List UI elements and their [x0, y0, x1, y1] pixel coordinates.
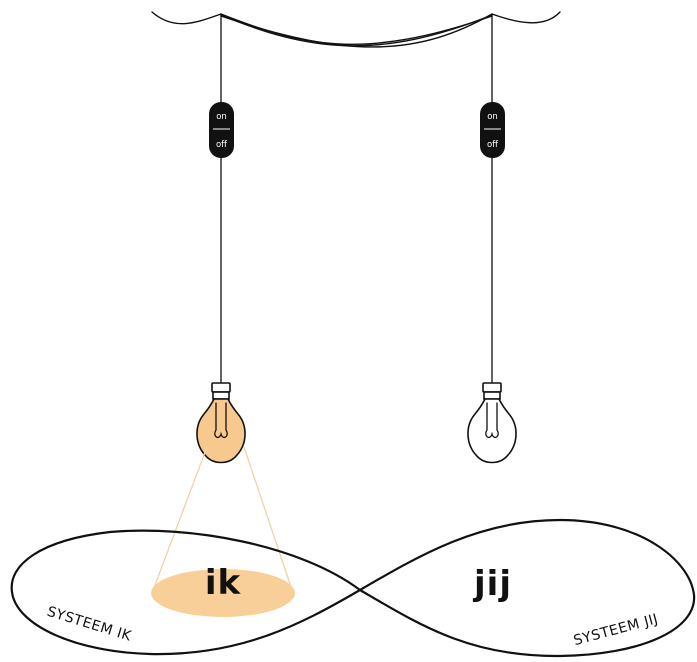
switch-left-off-label: off — [216, 140, 228, 150]
light-pool — [151, 569, 295, 617]
switch-left-on-label: on — [216, 112, 227, 122]
label-systeem-ik: SYSTEEM IK — [45, 604, 134, 645]
bulb-right-icon — [467, 382, 517, 464]
switch-right[interactable]: on off — [480, 102, 505, 158]
word-ik: ik — [205, 563, 242, 603]
lamp-right: on off — [467, 14, 517, 464]
switch-right-off-label: off — [487, 140, 499, 150]
bulb-left-icon — [196, 382, 246, 464]
light-beam — [151, 446, 294, 594]
infinity-loop — [10, 518, 696, 658]
lamp-left: on off — [196, 14, 246, 464]
word-jij: jij — [472, 564, 512, 604]
switch-left[interactable]: on off — [209, 102, 234, 158]
switch-right-on-label: on — [487, 112, 498, 122]
overhead-wires — [151, 11, 561, 48]
